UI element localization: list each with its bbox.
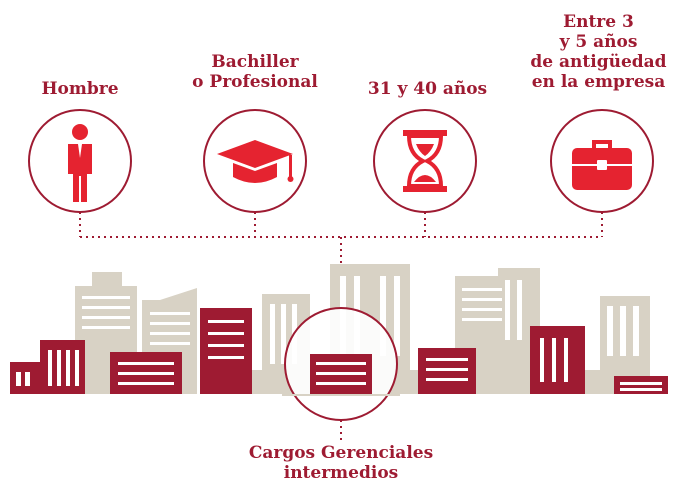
connector-lines xyxy=(79,212,603,440)
category-circles xyxy=(28,109,654,213)
graduation-cap-icon xyxy=(217,140,294,183)
category-label-gender: Hombre xyxy=(41,79,119,99)
hourglass-icon xyxy=(403,130,447,192)
category-label-age: 31 y 40 años xyxy=(367,79,488,99)
man-icon xyxy=(68,124,92,202)
briefcase-icon xyxy=(572,140,632,190)
result-circle xyxy=(282,307,400,421)
red-building-windows xyxy=(16,320,662,391)
